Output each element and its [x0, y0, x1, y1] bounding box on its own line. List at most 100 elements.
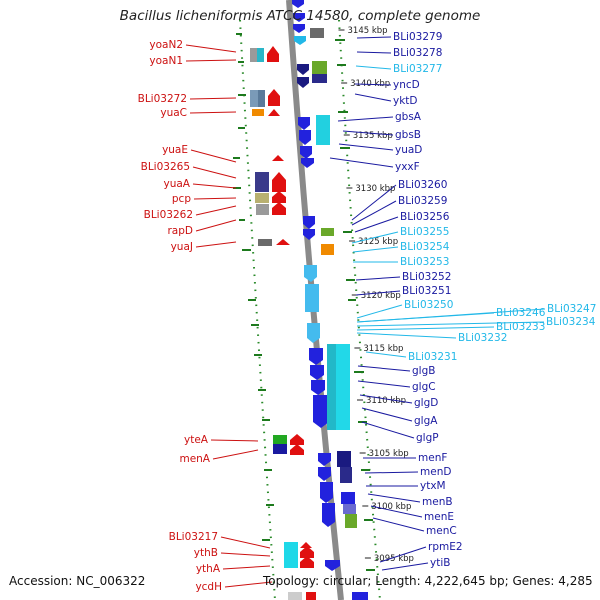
- gene-label: BLi03253: [400, 256, 449, 268]
- callout-line: [355, 290, 401, 296]
- gene-label: glgC: [412, 381, 436, 393]
- gene-label: menC: [426, 525, 457, 537]
- callout-line: [195, 205, 237, 216]
- callout-line: [189, 97, 237, 100]
- callout-line: [185, 59, 237, 62]
- gene-label: BLi03252: [402, 271, 451, 283]
- gene-label: BLi03231: [408, 351, 457, 363]
- gene-label: yoaN1: [149, 55, 183, 67]
- callout-line: [210, 439, 259, 442]
- callout-line: [365, 351, 407, 358]
- tick-label: 3135 kbp: [353, 131, 393, 141]
- tick-label: 3125 kbp: [358, 237, 398, 247]
- gene-label: BLi03247: [547, 303, 596, 315]
- tick-label: 3120 kbp: [361, 291, 401, 301]
- callout-line: [189, 111, 237, 114]
- gene-label: BLi03232: [458, 332, 507, 344]
- gene-label: BLi03217: [169, 531, 218, 543]
- callout-line: [352, 246, 399, 253]
- gene-label: BLi03233: [496, 321, 545, 333]
- gene-label: BLi03260: [398, 179, 447, 191]
- callout-line: [357, 380, 411, 388]
- gene-label: BLi03251: [402, 285, 451, 297]
- gene-label: BLi03250: [404, 299, 453, 311]
- gene-label: menE: [424, 511, 454, 523]
- callout-line: [351, 200, 397, 226]
- tick-label: 3100 kbp: [371, 502, 411, 512]
- callout-line: [195, 241, 237, 248]
- gene-label: yuaA: [164, 178, 191, 190]
- gene-label: pcp: [172, 193, 191, 205]
- gene-label: glgB: [412, 365, 435, 377]
- gene-label: ytiB: [430, 557, 450, 569]
- callout-line: [355, 65, 392, 70]
- callout-line: [354, 216, 399, 233]
- gene-label: BLi03272: [138, 93, 187, 105]
- callout-line: [193, 197, 237, 200]
- gene-label: gbsA: [395, 111, 422, 123]
- callout-line: [351, 231, 399, 244]
- reverse-strand-genes: [250, 46, 316, 600]
- gene-label: menB: [422, 496, 453, 508]
- gene-label: rapD: [167, 225, 193, 237]
- callout-line: [361, 421, 415, 439]
- tick-label: 3145 kbp: [348, 26, 388, 36]
- gc-skew-bars: [233, 33, 375, 571]
- callout-line: [356, 321, 545, 327]
- gene-label: glgD: [414, 397, 438, 409]
- right-label-group: BLi03279BLi03278BLi03277yncDyktDgbsAgbsB…: [329, 31, 596, 571]
- gene-label: yoaN2: [149, 39, 183, 51]
- gene-label: yuaD: [395, 144, 422, 156]
- tick-label: 3095 kbp: [374, 554, 414, 564]
- callout-line: [337, 116, 394, 122]
- gene-label: gbsB: [395, 129, 421, 141]
- gene-label: menA: [179, 453, 210, 465]
- callout-line: [356, 304, 403, 319]
- callout-line: [190, 149, 237, 163]
- gc-track-right: [338, 19, 381, 600]
- callout-line: [359, 394, 413, 404]
- callout-line: [185, 44, 237, 53]
- callout-line: [357, 365, 411, 372]
- callout-line: [364, 471, 419, 474]
- callout-line: [192, 166, 237, 179]
- callout-line: [195, 219, 237, 232]
- callout-line: [354, 93, 392, 102]
- gene-label: BLi03246: [496, 307, 546, 319]
- callout-line: [356, 51, 392, 54]
- callout-line: [220, 552, 271, 557]
- gene-label: BLi03279: [393, 31, 442, 43]
- tick-label: 3110 kbp: [366, 396, 406, 406]
- gene-label: menD: [420, 466, 451, 478]
- tick-label: 3130 kbp: [355, 184, 395, 194]
- gene-label: BLi03277: [393, 63, 442, 75]
- callout-line: [372, 517, 425, 532]
- callout-line: [356, 308, 546, 323]
- callout-line: [370, 505, 423, 518]
- callout-line: [379, 546, 427, 563]
- callout-line: [338, 143, 394, 151]
- gene-label: yuaC: [160, 107, 187, 119]
- callout-line: [224, 581, 273, 588]
- callout-line: [342, 130, 394, 136]
- gene-label: yxxF: [395, 161, 420, 173]
- callout-line: [329, 157, 394, 168]
- gc-track-left: [239, 19, 276, 600]
- left-label-group: yoaN2yoaN1BLi03272yuaCyuaEBLi03265yuaApc…: [138, 39, 273, 593]
- genome-title: Bacillus licheniformis ATCC 14580, compl…: [119, 8, 481, 24]
- gene-label: ycdH: [195, 581, 222, 593]
- gene-label: ythA: [196, 563, 221, 575]
- callout-line: [351, 184, 397, 221]
- gene-label: ytxM: [420, 480, 446, 492]
- callout-line: [222, 565, 271, 570]
- callout-line: [381, 562, 429, 571]
- gene-label: BLi03265: [141, 161, 190, 173]
- gene-label: BLi03256: [400, 211, 450, 223]
- gene-label: BLi03278: [393, 47, 442, 59]
- callout-line: [354, 83, 392, 86]
- summary-text: Topology: circular; Length: 4,222,645 bp…: [263, 574, 593, 588]
- gene-label: yncD: [393, 79, 420, 91]
- gene-label: yteA: [184, 434, 209, 446]
